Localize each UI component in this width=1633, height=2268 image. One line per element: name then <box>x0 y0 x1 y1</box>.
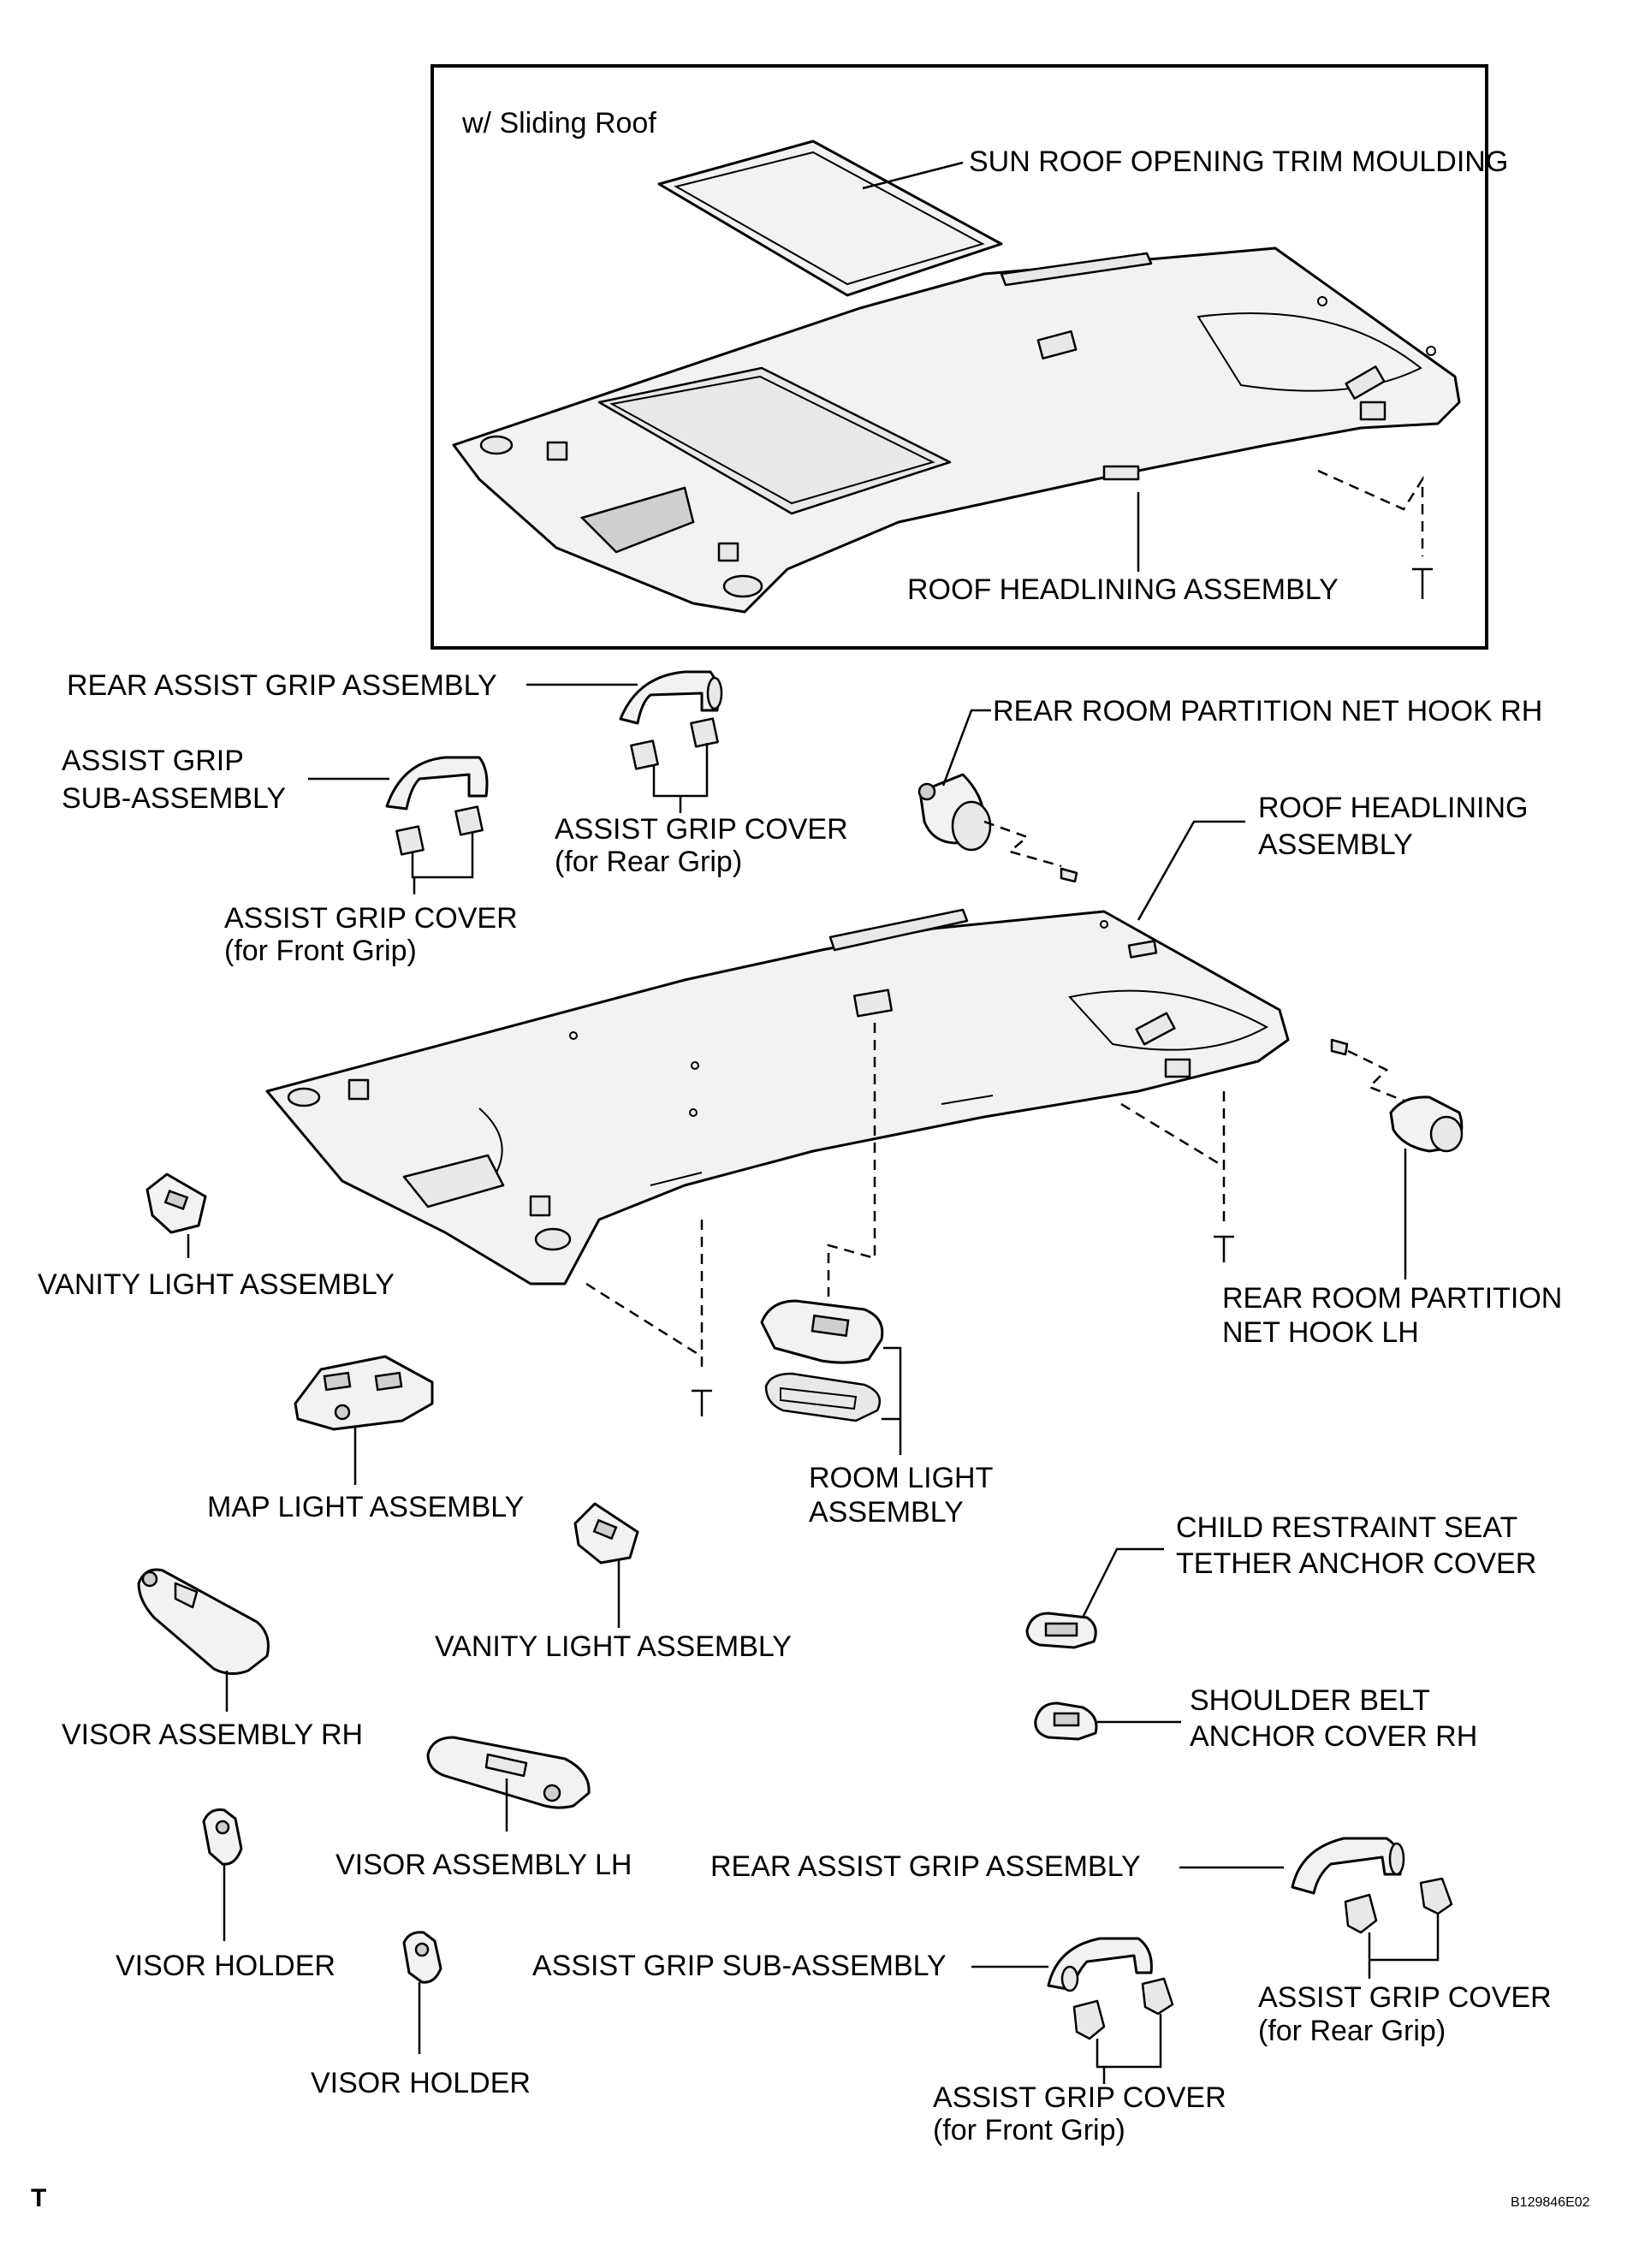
leader-net-hook-rh <box>941 709 991 787</box>
room-light-dashline <box>827 1023 876 1297</box>
label-vanity-light-center: VANITY LIGHT ASSEMBLY <box>435 1630 792 1663</box>
rear-room-partition-net-hook-lh <box>1389 1095 1464 1153</box>
map-light-assembly <box>294 1355 434 1431</box>
front-grip-covers-top <box>395 805 484 856</box>
label-visor-lh: VISOR ASSEMBLY LH <box>336 1849 632 1881</box>
label-assist-grip-sub-top-1: ASSIST GRIP <box>62 745 244 777</box>
visor-assembly-rh <box>137 1568 270 1675</box>
net-hook-rh-dashline <box>983 820 1062 868</box>
rear-assist-grip-top <box>619 670 723 725</box>
label-roof-headlining-main-1: ROOF HEADLINING <box>1258 792 1528 824</box>
label-assist-grip-cover-rear-bottom-1: ASSIST GRIP COVER <box>1258 1981 1552 2014</box>
label-rear-assist-grip-top: REAR ASSIST GRIP ASSEMBLY <box>67 669 497 702</box>
rear-assist-grip-bottom <box>1291 1837 1405 1895</box>
label-map-light: MAP LIGHT ASSEMBLY <box>207 1491 524 1523</box>
assist-grip-sub-assembly-bottom <box>1047 1937 1153 1992</box>
label-roof-headlining-main-2: ASSEMBLY <box>1258 828 1413 861</box>
room-light-lens <box>764 1372 882 1422</box>
main-screw-dashline-right <box>1120 1091 1226 1224</box>
label-shoulder-belt-1: SHOULDER BELT <box>1190 1684 1430 1717</box>
label-assist-grip-cover-front-bottom-1: ASSIST GRIP COVER <box>933 2081 1226 2114</box>
label-net-hook-rh: REAR ROOM PARTITION NET HOOK RH <box>993 695 1542 727</box>
net-hook-lh-dashline <box>1347 1049 1413 1106</box>
inset-title: w/ Sliding Roof <box>461 107 656 140</box>
label-net-hook-lh-2: NET HOOK LH <box>1222 1316 1419 1349</box>
leader-rear-grip-covers-top <box>652 743 709 813</box>
rear-grip-covers-top <box>630 717 719 770</box>
room-light-assembly-housing <box>760 1299 884 1364</box>
rear-grip-covers-bottom <box>1344 1877 1453 1934</box>
label-child-restraint-2: TETHER ANCHOR COVER <box>1176 1547 1536 1580</box>
vanity-light-assembly-left <box>145 1173 207 1234</box>
label-rear-assist-grip-bottom: REAR ASSIST GRIP ASSEMBLY <box>710 1850 1141 1883</box>
label-assist-grip-cover-rear-top-2: (for Rear Grip) <box>555 846 742 878</box>
leader-child-restraint <box>1081 1547 1164 1618</box>
label-assist-grip-cover-front-bottom-2: (for Front Grip) <box>933 2114 1125 2146</box>
label-assist-grip-cover-rear-bottom-2: (for Rear Grip) <box>1258 2015 1446 2047</box>
label-vanity-light-left: VANITY LIGHT ASSEMBLY <box>38 1268 395 1301</box>
inset-screw <box>1412 567 1433 599</box>
leader-room-light <box>882 1346 902 1455</box>
rear-room-partition-net-hook-rh <box>917 773 992 852</box>
label-assist-grip-cover-front-top-2: (for Front Grip) <box>224 935 417 967</box>
child-restraint-seat-tether-anchor-cover <box>1025 1612 1097 1649</box>
visor-assembly-lh <box>426 1736 591 1809</box>
figure-code: B129846E02 <box>1511 2195 1590 2210</box>
shoulder-belt-anchor-cover-rh <box>1034 1701 1098 1741</box>
label-assist-grip-sub-top-2: SUB-ASSEMBLY <box>62 782 286 815</box>
leader-rear-grip-covers-bottom <box>1368 1914 1440 1979</box>
net-hook-lh-screw <box>1330 1038 1349 1056</box>
leader-front-grip-covers-bottom <box>1096 2014 1162 2084</box>
leader-roof-headlining-main <box>1137 820 1245 921</box>
label-visor-holder-2: VISOR HOLDER <box>311 2067 531 2099</box>
label-visor-rh: VISOR ASSEMBLY RH <box>62 1719 363 1751</box>
roof-headlining-assembly-main <box>265 908 1290 1285</box>
label-roof-headlining-inset: ROOF HEADLINING ASSEMBLY <box>907 573 1339 606</box>
net-hook-rh-screw <box>1060 867 1078 883</box>
leader-sun-roof-trim <box>862 161 964 190</box>
label-room-light-1: ROOM LIGHT <box>809 1462 993 1494</box>
label-child-restraint-1: CHILD RESTRAINT SEAT <box>1176 1511 1517 1544</box>
vanity-light-assembly-center <box>573 1502 639 1564</box>
visor-holder-1 <box>202 1808 243 1866</box>
label-net-hook-lh-1: REAR ROOM PARTITION <box>1222 1282 1562 1315</box>
assist-grip-sub-assembly-top <box>385 756 489 810</box>
corner-mark: T <box>31 2184 46 2212</box>
main-screw-left <box>692 1389 712 1416</box>
main-screw-right <box>1214 1235 1234 1262</box>
main-screw-dashline-left <box>585 1220 704 1369</box>
roof-headlining-assembly-sliding-roof <box>452 246 1461 614</box>
label-visor-holder-1: VISOR HOLDER <box>116 1950 336 1982</box>
sun-roof-opening-trim-moulding <box>657 140 1003 297</box>
label-assist-grip-cover-front-top-1: ASSIST GRIP COVER <box>224 902 518 935</box>
inset-screw-dashline <box>1317 469 1424 556</box>
label-shoulder-belt-2: ANCHOR COVER RH <box>1190 1720 1477 1753</box>
front-grip-covers-bottom <box>1072 1977 1174 2040</box>
label-assist-grip-cover-rear-top-1: ASSIST GRIP COVER <box>555 813 848 846</box>
label-assist-grip-sub-bottom: ASSIST GRIP SUB-ASSEMBLY <box>532 1950 947 1982</box>
leader-front-grip-covers-top <box>411 832 474 894</box>
sliding-roof-inset-frame <box>431 64 1488 650</box>
label-room-light-2: ASSEMBLY <box>809 1496 964 1529</box>
visor-holder-2 <box>402 1931 442 1984</box>
label-sun-roof-trim: SUN ROOF OPENING TRIM MOULDING <box>969 145 1508 178</box>
